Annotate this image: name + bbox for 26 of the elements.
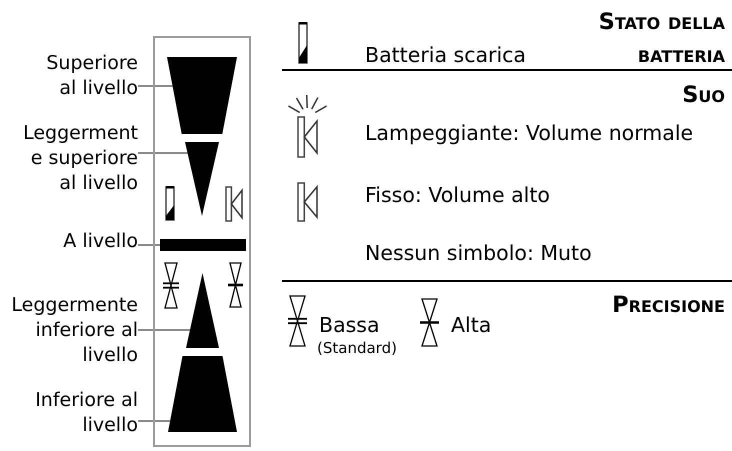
symbol-description: Batteria scarica: [365, 43, 526, 68]
level-bar: [160, 239, 246, 251]
symbol-description: Nessun simbolo: Muto: [365, 241, 592, 266]
section-heading: Suo: [681, 81, 725, 110]
symbol-description: Bassa: [319, 313, 380, 338]
default-note: (Standard): [317, 339, 397, 357]
triangle-indicator: [186, 273, 219, 348]
triangle-indicator: [185, 142, 219, 216]
symbol-description: Fisso: Volume alto: [365, 183, 550, 208]
symbol-description: Lampeggiante: Volume normale: [365, 121, 694, 146]
level-label: A livello: [62, 229, 138, 254]
leader-line: [138, 329, 190, 331]
display-frame: [153, 36, 251, 447]
trapezoid-indicator: [167, 57, 237, 134]
trapezoid-indicator: [168, 356, 237, 432]
leader-line: [138, 85, 173, 87]
leader-line: [138, 420, 170, 422]
section-heading: Precisione: [611, 291, 725, 320]
symbol-description: Alta: [451, 313, 492, 338]
level-label: Leggerment e superiore al livello: [22, 121, 138, 196]
leader-line: [138, 152, 188, 154]
section-heading: Stato della batteria: [598, 8, 725, 70]
level-label: Leggermente inferiore al livello: [10, 293, 138, 368]
leader-line: [138, 244, 160, 246]
level-label: Inferiore al livello: [34, 388, 138, 438]
level-label: Superiore al livello: [45, 51, 138, 101]
